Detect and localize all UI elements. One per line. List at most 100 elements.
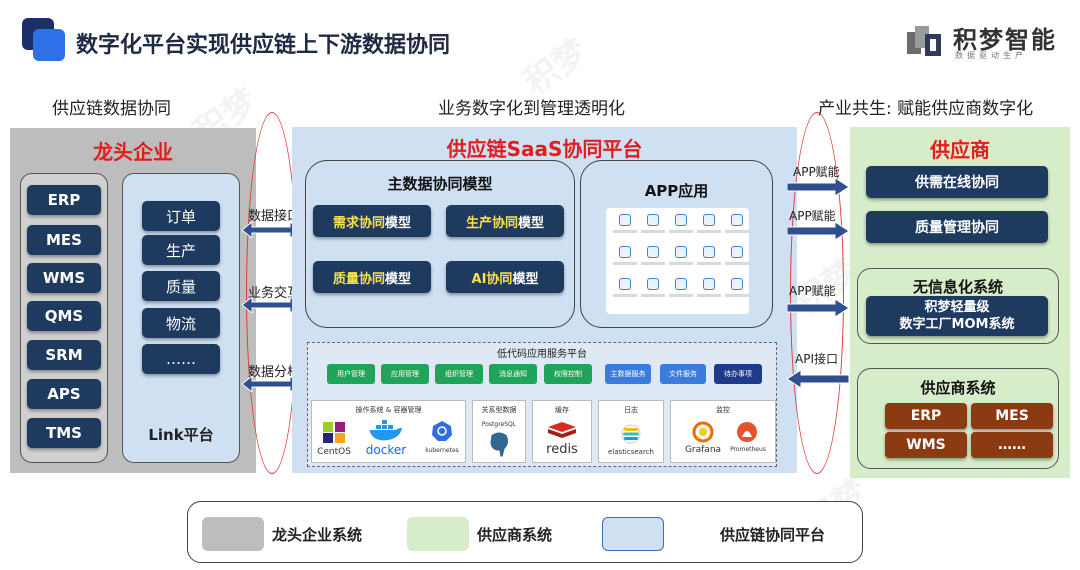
supplier-title: 供应商 [930,138,990,162]
redis-logo-text: redis [546,442,578,457]
left-arrow-icon [787,370,849,388]
system-aps: APS [27,379,101,409]
docker-logo-text: docker [365,443,407,457]
redis-logo-icon [548,422,576,438]
service-user-management: 用户管理 [327,364,375,384]
app-tile-icon [619,246,631,258]
supplier-system-erp: ERP [885,403,967,429]
right-column-title: 产业共生: 赋能供应商数字化 [818,99,1034,119]
legend-label-supplier: 供应商系统 [477,526,553,544]
supplier-system-wms: WMS [885,432,967,458]
app-tile-caption [613,230,637,233]
page-title: 数字化平台实现供应链上下游数据协同 [76,33,451,58]
brand-logo-subtext: 数据驱动生产 [955,51,1027,60]
legend-swatch-supplier [407,517,469,551]
app-tile-icon [619,278,631,290]
service-message-notification: 消息通知 [489,364,537,384]
model-suffix: 模型 [385,271,412,287]
infra-monitoring [670,400,776,463]
infra-cache-title: 缓存 [555,406,569,414]
link-item-quality: 质量 [142,271,220,301]
infra-log-title: 日志 [624,406,638,414]
model-demand: 需求协同模型 [313,205,431,237]
link-item-logistics: 物流 [142,308,220,338]
leading-enterprise-title: 龙头企业 [93,140,173,164]
app-tile-caption [697,262,721,265]
postgresql-logo-icon [489,431,510,458]
app-tile-icon [731,278,743,290]
app-tile-caption [725,230,749,233]
link-platform-label: Link平台 [148,426,214,444]
right-arrow-icon [787,222,849,240]
double-arrow-icon [242,376,300,392]
service-permission-control: 权限控制 [544,364,592,384]
kubernetes-logo-icon [432,421,452,441]
app-tile-caption [613,294,637,297]
grafana-logo-text: Grafana [684,445,722,455]
connector-label-app-enable: APP赋能 [789,284,836,298]
system-mes: MES [27,225,101,255]
app-tile-icon [675,214,687,226]
model-suffix: 模型 [518,215,545,231]
supplier-systems-title: 供应商系统 [920,379,996,397]
supplier-service-quality-collab: 质量管理协同 [866,211,1048,243]
service-file: 文件服务 [660,364,706,384]
right-arrow-icon [787,299,849,317]
connector-label-business-interaction: 业务交互 [248,286,301,301]
legend [187,501,863,563]
kubernetes-logo-text: kubernetes [425,447,459,454]
centos-logo-icon [323,422,345,443]
connector-label-api: API接口 [795,352,838,366]
grafana-logo-icon [692,421,714,443]
app-tile-caption [613,262,637,265]
infra-os-title: 操作系统 & 容器管理 [355,406,422,414]
system-qms: QMS [27,301,101,331]
app-tile-icon [619,214,631,226]
app-tile-icon [703,246,715,258]
connector-label-app-enable: APP赋能 [793,165,840,179]
docker-logo-icon [370,420,402,441]
elasticsearch-logo-icon [621,424,641,444]
link-item-order: 订单 [142,201,220,231]
app-tile-icon [647,246,659,258]
app-tile-caption [669,294,693,297]
infra-monitor-title: 监控 [716,406,730,414]
app-title: APP应用 [644,182,709,200]
prometheus-logo-text: Prometheus [730,446,766,453]
app-tile-icon [703,214,715,226]
app-tile-caption [641,294,665,297]
app-tile-icon [675,278,687,290]
model-production: 生产协同模型 [446,205,564,237]
legend-label-enterprise: 龙头企业系统 [272,526,363,544]
model-suffix: 模型 [512,271,539,287]
app-tile-icon [675,246,687,258]
model-quality: 质量协同模型 [313,261,431,293]
app-tile-caption [725,262,749,265]
model-highlight: 质量协同 [332,271,385,287]
model-ai: AI协同模型 [446,261,564,293]
middle-column-title: 业务数字化到管理透明化 [438,99,625,119]
service-todo: 待办事项 [714,364,762,384]
app-tile-icon [703,278,715,290]
model-highlight: 需求协同 [332,215,385,231]
system-erp: ERP [27,185,101,215]
app-tile-icon [731,214,743,226]
service-master-data: 主数据服务 [605,364,651,384]
lowcode-platform-title: 低代码应用服务平台 [497,349,587,360]
app-tile-caption [641,262,665,265]
supplier-system-more: …… [971,432,1053,458]
postgresql-logo-text: PostgreSQL [481,421,517,428]
master-data-model-group [305,160,575,328]
app-tile-icon [731,246,743,258]
app-tile-caption [697,294,721,297]
prometheus-logo-icon [737,422,757,442]
legend-label-platform: 供应链协同平台 [720,526,826,544]
model-suffix: 模型 [385,215,412,231]
app-tile-caption [669,262,693,265]
supplier-service-demand-collab: 供需在线协同 [866,166,1048,198]
app-tile-icon [647,278,659,290]
connector-label-data-interface: 数据接口 [248,209,301,224]
model-highlight: AI协同 [471,271,513,287]
model-highlight: 生产协同 [465,215,518,231]
app-tile-caption [641,230,665,233]
